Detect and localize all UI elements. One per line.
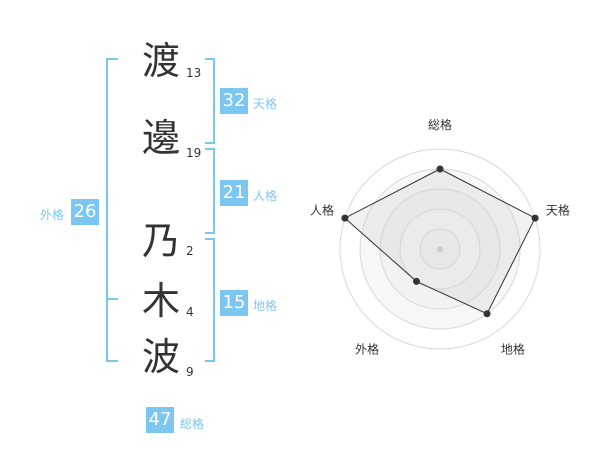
chikaku-label: 地格 <box>253 299 278 313</box>
name-char-5: 波 <box>141 335 180 379</box>
tenkaku-badge: 32 <box>220 88 248 114</box>
radar-area <box>344 168 536 315</box>
stroke-count-1: 13 <box>186 66 202 80</box>
radar-point-2 <box>531 214 539 222</box>
radar-axis-label-4: 外格 <box>355 341 379 356</box>
jinkaku-bracket <box>205 148 215 234</box>
gaikaku-bracket <box>106 58 118 362</box>
name-char-4: 木 <box>141 279 180 323</box>
stroke-count-5: 9 <box>186 365 194 379</box>
radar-axis-label-5: 人格 <box>310 203 334 218</box>
radar-point-4 <box>412 277 420 285</box>
tenkaku-label: 天格 <box>253 97 278 111</box>
radar-points <box>341 165 539 318</box>
gaikaku-bracket-tick <box>106 298 118 300</box>
radar-point-1 <box>436 165 444 173</box>
gaikaku-badge: 26 <box>71 199 99 225</box>
soukaku-badge: 47 <box>146 407 174 433</box>
jinkaku-badge: 21 <box>220 180 248 206</box>
radar-center-dot <box>437 246 443 252</box>
soukaku-label: 総格 <box>180 417 205 431</box>
chikaku-bracket <box>205 238 215 362</box>
name-char-2: 邊 <box>141 116 180 160</box>
stroke-count-2: 19 <box>186 146 202 160</box>
stroke-count-4: 4 <box>186 305 194 319</box>
stroke-count-3: 2 <box>186 244 194 258</box>
radar-axis-label-1: 総格 <box>428 117 452 132</box>
tenkaku-bracket <box>205 58 215 144</box>
chikaku-badge: 15 <box>220 290 248 316</box>
radar-point-3 <box>483 310 491 318</box>
jinkaku-label: 人格 <box>253 189 278 203</box>
gaikaku-label: 外格 <box>40 208 65 222</box>
radar-ring-5 <box>339 148 541 350</box>
name-char-3: 乃 <box>141 219 180 263</box>
radar-axis-label-3: 地格 <box>501 341 525 356</box>
radar-point-5 <box>341 214 349 222</box>
name-char-1: 渡 <box>141 39 180 83</box>
radar-axis-label-2: 天格 <box>546 203 570 218</box>
